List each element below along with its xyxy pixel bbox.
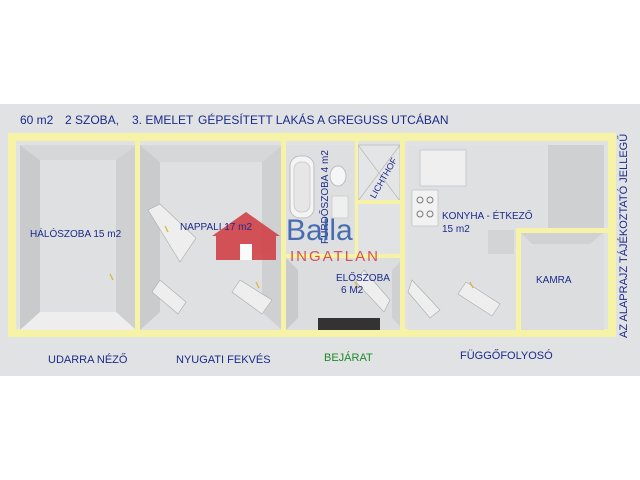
room-count: 2 SZOBA, bbox=[65, 113, 120, 127]
floor-level: 3. EMELET bbox=[132, 113, 194, 127]
hall-area-label: 6 M2 bbox=[341, 285, 364, 296]
bathroom-room bbox=[286, 145, 354, 255]
balla-logo-mark bbox=[212, 212, 280, 260]
kitchen-label: KONYHA - ÉTKEZŐ bbox=[442, 211, 533, 222]
lightshaft bbox=[357, 144, 401, 202]
living-room bbox=[140, 145, 282, 330]
listing-description: GÉPESÍTETT LAKÁS A GREGUSS UTCÁBAN bbox=[198, 113, 449, 127]
bedroom-room bbox=[20, 145, 136, 330]
apartment-area: 60 m2 bbox=[20, 113, 54, 127]
hall-label: ELŐSZOBA bbox=[336, 273, 390, 284]
inner-walls bbox=[135, 141, 608, 333]
disclaimer-note: AZ ALAPRAJZ TÁJÉKOZTATÓ JELLEGŰ bbox=[618, 133, 630, 338]
orientation-label: NYUGATI FEKVÉS bbox=[176, 354, 271, 366]
view-label: UDARRA NÉZŐ bbox=[48, 354, 128, 366]
living-room-label: NAPPALI 17 m2 bbox=[180, 222, 253, 233]
outer-wall bbox=[8, 133, 616, 337]
watermark-brand: Balla bbox=[286, 214, 353, 247]
corridor-label: FÜGGŐFOLYOSÓ bbox=[460, 350, 553, 362]
pantry-label: KAMRA bbox=[536, 275, 572, 286]
hall-room bbox=[286, 258, 404, 330]
watermark-subtitle: INGATLAN bbox=[290, 248, 380, 265]
bedroom-label: HÁLÓSZOBA 15 m2 bbox=[30, 229, 122, 240]
entrance-label: BEJÁRAT bbox=[324, 352, 373, 364]
pantry-room bbox=[520, 232, 604, 330]
door-marks bbox=[109, 225, 474, 289]
kitchen-area-label: 15 m2 bbox=[442, 224, 470, 235]
